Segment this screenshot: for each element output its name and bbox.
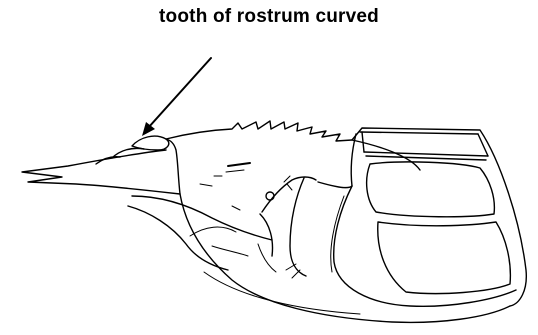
anterior-lobe <box>128 196 276 272</box>
ventral-lobe <box>286 178 352 278</box>
posterior-shell <box>331 128 527 306</box>
carapace-body <box>166 139 510 322</box>
dorsal-serrations <box>166 121 352 141</box>
carapace-markings <box>200 163 316 256</box>
rostrum <box>22 148 180 194</box>
annotation-arrow <box>142 58 211 136</box>
rostrum-tooth <box>132 136 169 150</box>
